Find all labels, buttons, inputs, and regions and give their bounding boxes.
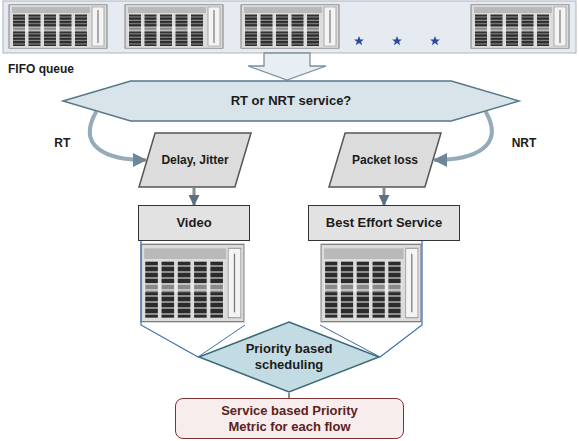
connector-line [141, 241, 198, 357]
text-group: Video [176, 215, 211, 231]
queue-icon [141, 244, 244, 321]
star-symbol [354, 36, 364, 45]
queue-icon [125, 5, 223, 49]
text-group: Service based Priority Metric for each f… [204, 403, 375, 434]
queue-icon [471, 5, 569, 49]
shape-fill [329, 133, 441, 187]
result-box: Service based Priority Metric for each f… [175, 398, 404, 439]
node-text: RT or NRT service? [231, 93, 352, 109]
text-group: Packet loss [352, 153, 418, 167]
block-arrow [248, 53, 326, 80]
node-text: Best Effort Service [326, 215, 442, 231]
shape-fill [139, 133, 251, 187]
queue-icon [9, 5, 107, 49]
queue-band [3, 1, 576, 53]
shape-fill [199, 322, 379, 392]
caption-label: FIFO queue [6, 62, 76, 76]
queue-icon [321, 244, 421, 321]
queue-icon [241, 5, 339, 49]
input-parallelogram: Delay, Jitter [138, 132, 252, 188]
node-text: Priority based scheduling [234, 341, 344, 372]
node-text: Packet loss [352, 153, 418, 167]
text-group: Priority based scheduling [234, 341, 344, 372]
edge-label: RT [52, 136, 72, 150]
text-group: Best Effort Service [326, 215, 442, 231]
edge-label: NRT [510, 136, 539, 150]
star-symbol [430, 36, 440, 45]
decision-hexagon: RT or NRT service? [62, 80, 520, 122]
text-group: Delay, Jitter [161, 153, 228, 167]
process-box: Video [138, 205, 250, 241]
process-box: Best Effort Service [308, 205, 460, 241]
text-group: RT or NRT service? [231, 93, 352, 109]
flow-arrow [383, 188, 386, 205]
shape-fill [63, 81, 519, 121]
node-text: Service based Priority Metric for each f… [204, 403, 375, 434]
input-parallelogram: Packet loss [328, 132, 442, 188]
connector-line [380, 241, 422, 357]
decision-diamond: Priority based scheduling [198, 321, 380, 393]
flow-arrow [193, 188, 196, 205]
star-symbol [392, 36, 402, 45]
node-text: Delay, Jitter [161, 153, 228, 167]
node-text: Video [176, 215, 211, 231]
